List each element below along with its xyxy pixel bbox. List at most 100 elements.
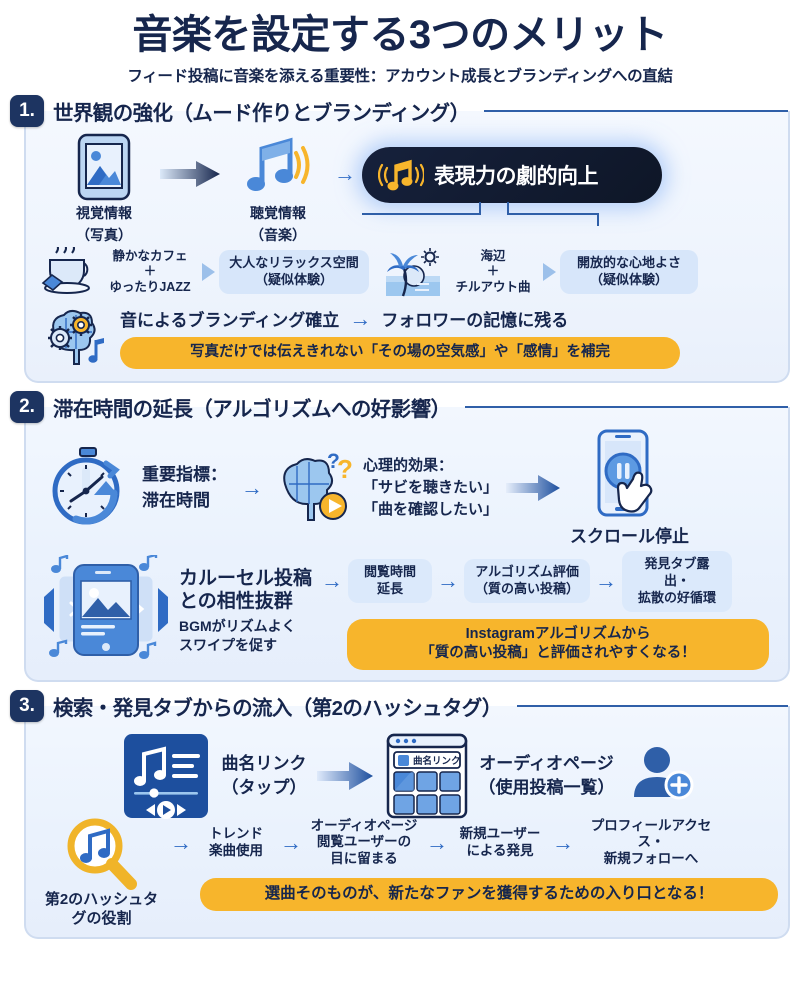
section-1-examples: 静かなカフェ ＋ ゆったりJAZZ 大人なリラックス空間 （疑似体験） [36, 244, 778, 298]
example-1-output-line1: 大人なリラックス空間 [229, 255, 359, 271]
example-2-input-line1: 海辺 [480, 248, 506, 263]
psych-line3: 「曲を確認したい」 [363, 500, 499, 518]
carousel-sub-line2: スワイプを促す [179, 636, 277, 653]
carousel-sub-line1: BGMがリズムよく [179, 618, 296, 635]
example-2-input-line2: チルアウト曲 [455, 280, 531, 294]
brain-gears-icon [44, 306, 112, 368]
arrow-right-icon-branding: → [349, 305, 372, 331]
page-subtitle: フィード投稿に音楽を添える重要性：アカウント成長とブランディングへの直結 [127, 68, 673, 86]
add-user-icon [629, 745, 695, 807]
arrow-right-gradient-icon-3 [316, 760, 375, 792]
arrow-right-icon-metric: → [241, 474, 263, 500]
section-2-header: 2. 滞在時間の延長（アルゴリズムへの好影響） [10, 390, 790, 423]
arrow-right-icon: → [334, 161, 356, 187]
funnel-step-3-line1: 新規ユーザー [459, 825, 541, 841]
scroll-stop-block: スクロール停止 [570, 429, 689, 547]
arrow-right-icon-c1: → [437, 568, 460, 594]
carousel-banner-line1: Instagramアルゴリズムから [465, 625, 651, 642]
arrow-right-icon-f0: → [170, 829, 192, 855]
section-3-funnel: 第2のハッシュタ グの役割 → トレンド 楽曲使用 → オーディオページ [36, 816, 778, 929]
arrow-right-icon-c0: → [321, 568, 344, 594]
section-1: 1. 世界観の強化（ムード作りとブランディング） [10, 95, 790, 383]
section-1-flow: 視覚情報 （写真） [36, 133, 778, 244]
metric-line1: 重要指標： [142, 465, 227, 485]
example-1-input-line2: ゆったりJAZZ [109, 280, 191, 294]
svg-text:?: ? [327, 450, 340, 473]
section-1-number: 1. [10, 95, 44, 128]
expression-result-label: 表現力の劇的向上 [434, 165, 599, 189]
stopwatch-icon [46, 445, 132, 531]
carousel-phone-icon [40, 555, 172, 665]
section-1-body: 視覚情報 （写真） [24, 111, 790, 383]
song-link-line1: 曲名リンク [221, 754, 307, 773]
section-2-title: 滞在時間の延長（アルゴリズムへの好影響） [53, 397, 451, 421]
example-1-input: 静かなカフェ ＋ ゆったりJAZZ [102, 249, 198, 296]
scroll-stop-label: スクロール停止 [570, 526, 690, 546]
audio-info-label: 聴覚情報 [250, 205, 306, 222]
funnel-step-3: 新規ユーザー による発見 [454, 826, 546, 860]
example-2-output-line2: （疑似体験） [589, 272, 668, 288]
carousel-chip-2-line2: （質の高い投稿） [475, 581, 580, 597]
funnel-step-4-line1: プロフィールアクセス・ [590, 817, 712, 850]
funnel-step-2-line1: オーディオページ [310, 817, 418, 833]
metric-line2: 滞在時間 [142, 490, 210, 510]
section-2: 2. 滞在時間の延長（アルゴリズムへの好影響） [10, 390, 790, 682]
brain-question-play-icon: ? ? [277, 448, 355, 528]
carousel-banner: Instagramアルゴリズムから 「質の高い投稿」と評価されやすくなる！ [347, 618, 770, 670]
coffee-cup-icon [40, 247, 98, 297]
branding-banner: 写真だけでは伝えきれない「その場の空気感」や「感情」を補完 [120, 337, 680, 369]
funnel-step-1-line2: 楽曲使用 [209, 842, 263, 858]
example-1-input-line1: 静かなカフェ [112, 248, 188, 263]
example-2-input-plus: ＋ [486, 264, 500, 279]
psych-line1: 心理的効果： [363, 457, 454, 475]
carousel-chip-3-line2: 拡散の好循環 [638, 589, 717, 605]
funnel-step-2-line2: 閲覧ユーザーの [316, 834, 412, 850]
psych-effect-label: 心理的効果： 「サビを聴きたい」 「曲を確認したい」 [363, 455, 498, 520]
section-2-rule [465, 405, 788, 408]
audio-page-line2: （使用投稿一覧） [478, 777, 615, 797]
song-link-line2: （タップ） [221, 777, 307, 797]
svg-text:?: ? [337, 454, 353, 484]
funnel-banner: 選曲そのものが、新たなファンを獲得するための入り口となる！ [200, 878, 778, 912]
visual-info-sublabel: （写真） [76, 226, 132, 243]
arrow-right-icon-f2: → [426, 829, 448, 855]
carousel-chip-2-line1: アルゴリズム評価 [475, 564, 579, 580]
section-1-rule [484, 110, 788, 113]
example-2-output-line1: 開放的な心地よさ [576, 255, 681, 271]
photo-icon [75, 133, 133, 201]
audio-page-window-icon: 曲名リンク [385, 732, 469, 820]
section-3-body: 曲名リンク （タップ） 曲名リンク [24, 705, 790, 939]
hashtag-role-line1: 第2のハッシュタ [44, 890, 159, 908]
hashtag-role-block: 第2のハッシュタ グの役割 [38, 816, 165, 929]
carousel-headline-line2: との相性抜群 [179, 591, 293, 613]
visual-info-block: 視覚情報 （写真） [48, 133, 160, 244]
hashtag-role-line2: グの役割 [71, 910, 132, 928]
section-1-branding: 音によるブランディング確立 → フォロワーの記憶に残る 写真だけでは伝えきれない… [44, 306, 772, 369]
section-1-header: 1. 世界観の強化（ムード作りとブランディング） [10, 95, 790, 128]
funnel-step-1-line1: トレンド [209, 825, 263, 841]
audio-page-label: オーディオページ （使用投稿一覧） [479, 752, 615, 800]
carousel-sub: BGMがリズムよく スワイプを促す [179, 617, 312, 653]
example-2-output: 開放的な心地よさ （疑似体験） [560, 250, 698, 295]
audio-page-line1: オーディオページ [479, 754, 614, 773]
funnel-step-3-line2: による発見 [466, 842, 534, 858]
arrow-right-icon-f3: → [552, 829, 574, 855]
metric-label: 重要指標： 滞在時間 [142, 462, 227, 513]
expression-result-pill: 表現力の劇的向上 [362, 147, 662, 204]
section-2-flow: 重要指標： 滞在時間 → ? ? 心理的効果： 「サビを [36, 429, 778, 547]
header: 音楽を設定する3つのメリット フィード投稿に音楽を添える重要性：アカウント成長と… [10, 0, 790, 86]
branding-right-text: フォロワーの記憶に残る [381, 311, 569, 331]
window-label: 曲名リンク [413, 755, 461, 767]
branding-left-text: 音によるブランディング確立 [120, 311, 340, 331]
carousel-headline-line1: カルーセル投稿 [179, 568, 313, 590]
triangle-arrow-icon [202, 263, 215, 282]
section-3-flow: 曲名リンク （タップ） 曲名リンク [36, 728, 778, 822]
funnel-step-1: トレンド 楽曲使用 [198, 826, 274, 860]
carousel-chip-3: 発見タブ露出・ 拡散の好循環 [622, 551, 733, 612]
section-2-number: 2. [10, 390, 44, 423]
funnel-step-4-line2: 新規フォローへ [603, 851, 699, 867]
arrow-right-gradient-icon [160, 159, 222, 189]
carousel-banner-line2: 「質の高い投稿」と評価されやすくなる！ [420, 645, 696, 662]
section-3: 3. 検索・発見タブからの流入（第2のハッシュタグ） [10, 689, 790, 939]
